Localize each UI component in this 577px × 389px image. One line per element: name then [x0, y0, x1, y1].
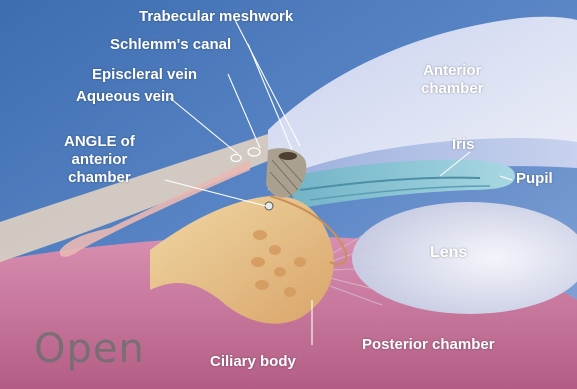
label-anterior-chamber: Anterior chamber: [421, 62, 484, 98]
label-lens: Lens: [430, 244, 467, 261]
caption-open: Open: [34, 326, 145, 372]
label-posterior-chamber: Posterior chamber: [362, 336, 495, 353]
angle-marker: [265, 202, 273, 210]
label-episcleral-vein: Episcleral vein: [92, 66, 197, 83]
label-aqueous-vein: Aqueous vein: [76, 88, 174, 105]
label-angle-line3: chamber: [64, 169, 135, 187]
label-pupil: Pupil: [516, 170, 553, 187]
label-iris: Iris: [452, 136, 475, 153]
label-angle-line1: ANGLE of: [64, 133, 135, 151]
schlemms-canal: [279, 152, 297, 160]
label-angle-line2: anterior: [64, 151, 135, 169]
label-trabecular-meshwork: Trabecular meshwork: [139, 8, 293, 25]
label-anterior-chamber-line1: Anterior: [421, 62, 484, 80]
label-anterior-chamber-line2: chamber: [421, 80, 484, 98]
label-angle-of-anterior-chamber: ANGLE of anterior chamber: [64, 133, 135, 187]
label-ciliary-body: Ciliary body: [210, 353, 296, 370]
label-schlemms-canal: Schlemm's canal: [110, 36, 231, 53]
